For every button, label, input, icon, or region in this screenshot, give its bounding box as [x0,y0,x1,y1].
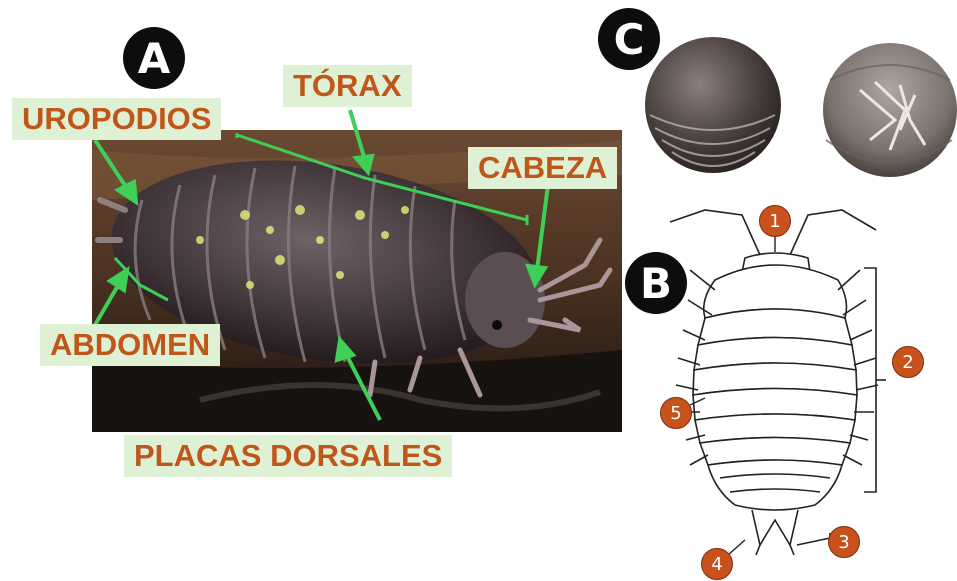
label-placas-dorsales: PLACAS DORSALES [124,435,452,477]
panel-label-a: A [123,27,185,89]
rolled-pillbug-dorsal [645,37,781,173]
panel-b-drawing [670,210,886,555]
number-badge-1: 1 [759,205,791,237]
panel-label-c: C [598,8,660,70]
number-badge-3: 3 [828,526,860,558]
label-cabeza: CABEZA [468,147,617,189]
panel-label-b: B [625,252,687,314]
label-uropodios: UROPODIOS [12,98,221,140]
number-badge-2: 2 [892,346,924,378]
label-torax: TÓRAX [283,65,412,107]
label-abdomen: ABDOMEN [40,324,220,366]
number-badge-4: 4 [701,548,733,580]
number-badge-5: 5 [660,397,692,429]
panel-c-rolled-pillbugs [645,37,957,177]
rolled-pillbug-ventral [823,43,957,177]
